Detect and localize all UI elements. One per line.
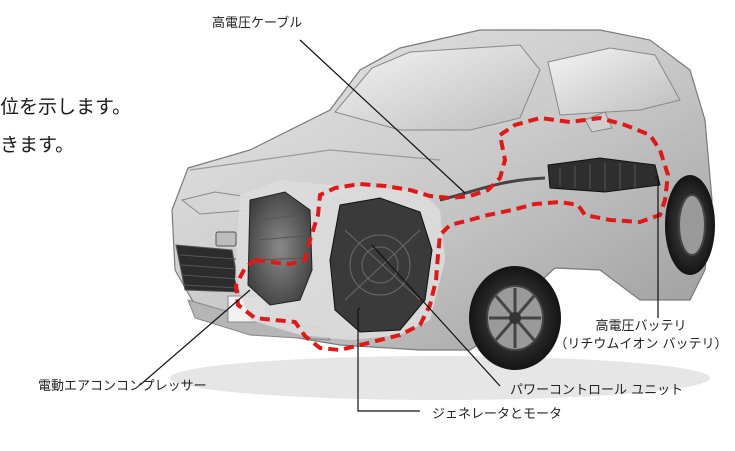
instruction-text-line-2: きます。 — [0, 134, 75, 156]
callout-line-compressor — [139, 289, 251, 386]
label-high-voltage-battery-line-1: 高電圧バッテリ — [595, 319, 687, 334]
instruction-text-line-1: 位を示します。 — [0, 96, 132, 118]
engine-bay-components — [235, 180, 445, 340]
high-voltage-zone-outline — [233, 115, 671, 353]
label-high-voltage-cable: 高電圧ケーブル — [212, 16, 303, 31]
battery-pack — [547, 157, 661, 193]
callout-lines — [139, 39, 659, 412]
callout-line-generator — [357, 307, 420, 412]
label-generator-and-motor: ジェネレータとモータ — [432, 407, 563, 422]
instruction-text: 位を示します。 きます。 — [0, 88, 131, 164]
label-power-control-unit: パワーコントロール ユニット — [510, 383, 684, 398]
rear-wheel — [665, 175, 715, 275]
label-high-voltage-battery: 高電圧バッテリ （リチウムイオン バッテリ） — [546, 318, 735, 354]
callout-line-battery — [655, 176, 659, 318]
front-wheel — [469, 266, 561, 370]
callout-line-pcu — [371, 244, 501, 387]
label-high-voltage-battery-line-2: （リチウムイオン バッテリ） — [554, 337, 728, 352]
callout-line-cable — [299, 39, 466, 194]
label-electric-ac-compressor: 電動エアコンコンプレッサー — [38, 379, 207, 394]
